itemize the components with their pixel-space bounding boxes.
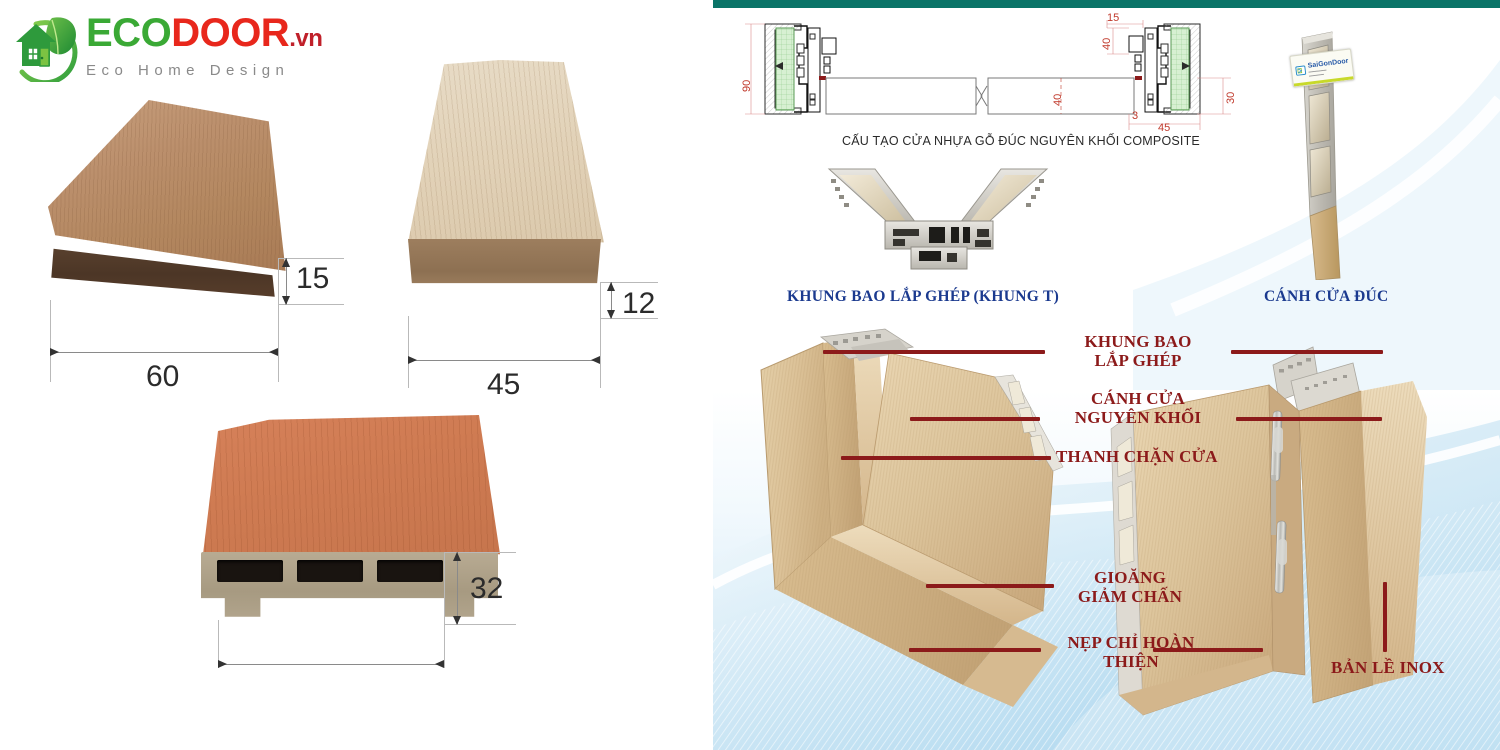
technical-drawing-caption: CẤU TẠO CỬA NHỰA GỖ ĐÚC NGUYÊN KHỐI COMP… [842,134,1200,148]
dim-arrow [50,348,59,356]
dim-arrow [408,356,417,364]
dim-ext-line [600,318,658,319]
dim-line-horizontal [50,352,278,353]
dim-arrow [282,258,290,267]
dim-line-horizontal [408,360,600,361]
dim-line-vertical [457,552,458,624]
dim-label-height-12: 12 [622,287,656,320]
brand-tagline: Eco Home Design [86,62,290,79]
callout-line-1: CÁNH CỬA [1091,389,1185,408]
frame-t-photo [823,165,1053,275]
dim-ext-line [218,620,219,668]
leader-line [910,417,1040,421]
dim-arrow [607,282,615,291]
dim-ext-line [600,282,658,283]
caption-molded-leaf: CÁNH CỬA ĐÚC [1264,288,1389,305]
dim-label-width-60: 60 [146,360,180,393]
hollow-cavity [217,560,283,582]
tech-dim-45: 45 [1158,122,1171,134]
brand-name-vn: .vn [289,25,323,52]
dim-label-height-60-piece: 15 [296,262,330,295]
brand-logo: ECODOOR.vn Eco Home Design [8,2,328,92]
dim-ext-line [278,258,344,259]
callout-line-1: THANH CHẶN CỬA [1056,447,1218,466]
leader-line-vertical [1383,582,1387,652]
hollow-frame-body [201,552,498,617]
dim-label-height-32: 32 [470,572,504,605]
dim-ext-line [444,624,516,625]
callout-line-2: GIẢM CHẤN [1077,587,1183,607]
dim-ext-line [444,552,445,668]
profile-hollow-frame [200,415,500,665]
callout-ban-le-inox: BẢN LỀ INOX [1331,658,1445,677]
tech-dim-40-frame: 40 [1101,37,1113,50]
callout-nep-chi-hoan-thien: NẸP CHỈ HOÀN THIỆN [1046,633,1216,671]
callout-line-1: KHUNG BAO [1084,332,1192,351]
dim-ext-line [444,552,516,553]
dim-arrow [591,356,600,364]
dim-ext-line [50,300,51,382]
profile-bevel-trim [48,100,288,305]
brand-name-door: DOOR [171,11,290,55]
dim-line-vertical [286,258,287,304]
dim-arrow [607,310,615,319]
saigondoor-sticker: SaiGonDoor ▬▬▬▬▬▬ ▬▬▬▬▬ [1289,48,1355,88]
callout-thanh-chan-cua: THANH CHẶN CỬA [1056,447,1218,466]
callout-line-1: BẢN LỀ INOX [1331,658,1445,677]
dim-ext-line [278,304,344,305]
dim-arrow [453,616,461,625]
leader-line [1236,417,1382,421]
right-panel-assembly: 90 15 40 40 3 30 45 CẤU TẠO CỬA NHỰA GỖ … [713,0,1500,750]
brand-name-eco: ECO [86,11,172,55]
tech-dim-40-slab: 40 [1052,93,1064,106]
callout-line-1: GIOĂNG [1093,568,1167,587]
tech-dim-3: 3 [1132,110,1139,122]
callout-line-2: NGUYÊN KHỐI [1074,408,1202,428]
leader-line [823,350,1045,354]
hollow-cavity [297,560,363,582]
flat-plank-edge [408,239,601,284]
technical-section-drawing: 90 15 40 40 3 30 45 CẤU TẠO CỬA NHỰA GỖ … [731,12,1251,148]
dim-arrow [269,348,278,356]
callout-gioang-giam-chan: GIOĂNG GIẢM CHẤN [1060,568,1200,606]
leader-line [1153,648,1263,652]
eco-house-leaf-logo-icon [10,4,88,86]
tech-dim-90: 90 [741,79,753,92]
dim-ext-line [600,282,601,388]
hollow-cavity [377,560,443,582]
tech-dim-30: 30 [1225,91,1237,104]
dim-line-vertical [611,282,612,318]
leader-line [926,584,1054,588]
dim-label-width-45: 45 [487,368,521,401]
callout-canh-cua-nguyen-khoi: CÁNH CỬA NGUYÊN KHỐI [1046,389,1230,427]
hollow-frame-top-face [203,415,500,555]
accent-bar [713,0,1500,8]
dim-arrow [453,552,461,561]
profile-flat-plank [404,60,604,310]
dim-line-horizontal [218,664,444,665]
callout-line-1: NẸP CHỈ HOÀN [1067,633,1195,652]
leader-line [909,648,1041,652]
tech-dim-15: 15 [1107,12,1120,24]
caption-frame-t: KHUNG BAO LẮP GHÉP (KHUNG T) [787,288,1060,305]
brand-wordmark: ECODOOR.vn Eco Home Design [86,11,323,79]
callout-khung-bao-lap-ghep: KHUNG BAO LẮP GHÉP [1053,332,1223,370]
dim-arrow [282,296,290,305]
callout-line-2: THIỆN [1103,652,1159,672]
leader-line [841,456,1051,460]
dim-ext-line [278,258,279,382]
left-panel-profiles: ECODOOR.vn Eco Home Design 15 60 [0,0,713,750]
leader-line [1231,350,1383,354]
dim-ext-line [408,316,409,388]
dim-arrow [218,660,227,668]
callout-line-2: LẮP GHÉP [1094,351,1182,371]
saigondoor-cube-logo-icon [1295,65,1307,76]
bevel-trim-top-face [48,100,286,271]
dim-arrow [435,660,444,668]
